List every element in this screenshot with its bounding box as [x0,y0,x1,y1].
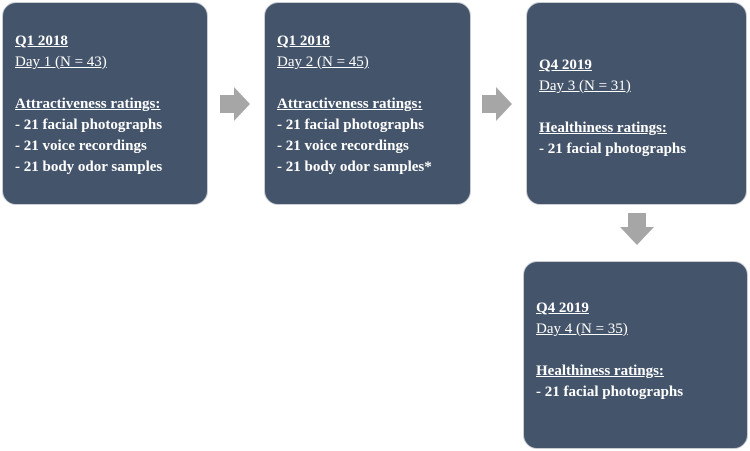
arrow-right-icon [482,87,512,126]
step-item: - 21 body odor samples [15,159,163,175]
step-item: - 21 voice recordings [277,138,409,154]
step-box-day-1: Q1 2018 Day 1 (N = 43) Attractiveness ra… [2,2,208,205]
step-box-day-4: Q4 2019 Day 4 (N = 35) Healthiness ratin… [523,261,748,449]
step-heading: Attractiveness ratings: [277,96,423,112]
step-heading: Healthiness ratings: [536,363,664,379]
step-heading: Attractiveness ratings: [15,96,161,112]
step-period: Q4 2019 [536,300,589,316]
step-day: Day 2 (N = 45) [277,54,369,70]
step-heading: Healthiness ratings: [539,120,667,136]
step-period: Q4 2019 [539,57,592,73]
step-item: - 21 facial photographs [277,117,425,133]
arrow-right-icon [220,87,250,126]
step-day: Day 3 (N = 31) [539,78,631,94]
step-day: Day 1 (N = 43) [15,54,107,70]
step-item: - 21 voice recordings [15,138,147,154]
step-item: - 21 facial photographs [539,141,687,157]
step-box-day-2: Q1 2018 Day 2 (N = 45) Attractiveness ra… [264,2,471,205]
step-item: - 21 body odor samples* [277,159,432,175]
arrow-down-icon [620,213,654,250]
step-day: Day 4 (N = 35) [536,321,628,337]
step-box-day-3: Q4 2019 Day 3 (N = 31) Healthiness ratin… [526,2,747,205]
step-period: Q1 2018 [15,33,68,49]
step-period: Q1 2018 [277,33,330,49]
step-item: - 21 facial photographs [536,384,684,400]
step-item: - 21 facial photographs [15,117,163,133]
